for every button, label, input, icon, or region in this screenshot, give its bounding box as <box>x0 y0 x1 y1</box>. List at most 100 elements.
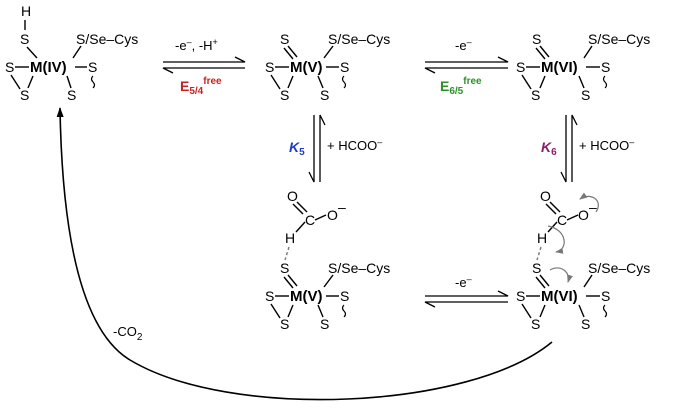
dithiolene-sulfur-left-upper: S <box>265 59 274 75</box>
reverse-arrow-half <box>424 67 508 74</box>
dithiolene-sulfur-left-lower: S <box>531 316 540 332</box>
formate-hydrogen: H <box>285 230 295 246</box>
metal-center-m4: M(IV) <box>30 59 67 76</box>
dithiolene-wavy-bond <box>341 75 347 89</box>
s-m-bond <box>287 304 294 318</box>
oxidation-label-1: -e–, -H+ <box>175 37 218 53</box>
dithiolene-sulfur-left-lower: S <box>280 87 289 103</box>
s-m-bond <box>317 75 324 89</box>
c-o-double-bond <box>296 201 308 213</box>
m-s-double-bond <box>539 274 550 287</box>
cys-ligand: S/Se–Cys <box>588 260 650 276</box>
dithiolene-wavy-bond <box>602 75 608 89</box>
forward-arrow-half <box>425 290 509 297</box>
dithiolene-sulfur-left-upper: S <box>516 288 525 304</box>
cys-ligand: S/Se–Cys <box>328 31 390 47</box>
dithiolene-sulfur-right-lower: S <box>581 316 590 332</box>
cys-ligand: S/Se–Cys <box>588 31 650 47</box>
reverse-arrow-half <box>424 301 508 308</box>
m-cys-bond <box>583 45 593 59</box>
dithiolene-sulfur-left-lower: S <box>531 87 540 103</box>
forward-arrow-half <box>425 56 509 63</box>
dithiolene-sulfur-right-lower: S <box>320 316 329 332</box>
dithiolene-wavy-bond <box>90 75 96 89</box>
formate-oxygen-anion: O <box>578 207 589 223</box>
dithiolene-sulfur-left-lower: S <box>280 316 289 332</box>
sulfido-atom: S <box>280 260 289 276</box>
potential-label-e54: E5/4free <box>180 76 222 97</box>
curved-arrow-ch-bond <box>547 225 565 254</box>
equilibrium-m5-m6: -e– E6/5free <box>424 37 509 97</box>
formate-oxygen-carbonyl: O <box>540 188 551 204</box>
co2-release-label: -CO2 <box>113 324 143 343</box>
oxygen-charge: – <box>338 199 346 215</box>
equilibrium-formate-oxidation: -e– <box>424 274 509 308</box>
s-m-bond <box>287 75 294 89</box>
dithiolene-sulfur-left-upper: S <box>265 288 274 304</box>
downward-arrow-half <box>308 115 315 183</box>
formate-addition-label-1: + HCOO– <box>327 137 382 153</box>
m-s-double-bond <box>287 45 298 58</box>
dithiolene-bond <box>270 303 281 319</box>
dithiolene-bond <box>270 74 281 90</box>
oxygen-charge: – <box>589 199 597 215</box>
k5-label: K5 <box>289 139 305 158</box>
complex-m6-formate: O C O – H S M(VI) S/Se–Cys S S S S <box>516 188 650 332</box>
metal-center-m6: M(VI) <box>541 288 578 305</box>
m-cys-bond <box>323 45 334 59</box>
complex-m4: H S M(IV) S/Se–Cys S S S S <box>5 3 138 103</box>
dithiolene-sulfur-left-upper: S <box>5 59 14 75</box>
s-m-bond <box>539 304 546 318</box>
cys-ligand: S/Se–Cys <box>76 31 138 47</box>
m-cys-bond <box>72 45 82 59</box>
s-m-bond <box>27 75 34 89</box>
s-m-bond <box>317 304 324 318</box>
formate-hydrogen: H <box>537 230 547 246</box>
dithiolene-sulfur-left-upper: S <box>516 59 525 75</box>
curved-arrow-oxygen <box>579 192 599 213</box>
c-o-bond <box>314 214 327 221</box>
c-o-double-bond <box>292 203 304 215</box>
sulfido-atom: S <box>280 31 289 47</box>
hydrogen-bond <box>536 246 542 261</box>
m-s-double-bond <box>539 45 550 58</box>
dithiolene-bond <box>521 74 532 90</box>
formate-carbon: C <box>557 212 567 228</box>
s-m-bond <box>66 75 72 89</box>
complex-m5: S M(V) S/Se–Cys S S S S <box>265 31 390 103</box>
sulfido-atom: S <box>532 31 541 47</box>
hydrogen-atom: H <box>21 3 31 19</box>
c-o-double-bond <box>549 201 561 213</box>
dithiolene-sulfur-right-upper: S <box>340 59 349 75</box>
formate-oxygen-anion: O <box>327 207 338 223</box>
m-s-double-bond <box>535 276 546 289</box>
s-m-bond <box>539 75 546 89</box>
m-s-double-bond <box>287 274 298 287</box>
dithiolene-sulfur-right-lower: S <box>581 87 590 103</box>
dithiolene-sulfur-right-upper: S <box>340 288 349 304</box>
c-h-bond <box>295 221 306 233</box>
metal-center-m5: M(V) <box>290 59 323 76</box>
dithiolene-bond <box>521 303 532 319</box>
potential-label-e65: E6/5free <box>440 76 482 97</box>
formate-addition-label-2: + HCOO– <box>579 137 634 153</box>
dithiolene-wavy-bond <box>341 304 347 318</box>
m-cys-bond <box>583 274 593 288</box>
m-cys-bond <box>323 274 334 288</box>
sulfido-atom: S <box>532 260 541 276</box>
c-o-double-bond <box>545 203 557 215</box>
co2-release-path: -CO2 <box>56 107 553 401</box>
metal-center-m5: M(V) <box>290 288 323 305</box>
curved-arrow-ms-bond <box>549 267 573 283</box>
formate-carbon: C <box>305 212 315 228</box>
s-m-bond <box>578 75 585 89</box>
hydrogen-bond <box>284 246 290 261</box>
upward-arrow-half <box>319 114 326 182</box>
thiol-sulfur-atom: S <box>20 31 29 47</box>
s-m-bond <box>26 46 38 59</box>
reverse-arrow-half <box>162 67 245 74</box>
oxidation-label-3: -e– <box>455 274 472 290</box>
cycle-return-arrow <box>56 107 553 401</box>
forward-arrow-half <box>163 56 246 63</box>
